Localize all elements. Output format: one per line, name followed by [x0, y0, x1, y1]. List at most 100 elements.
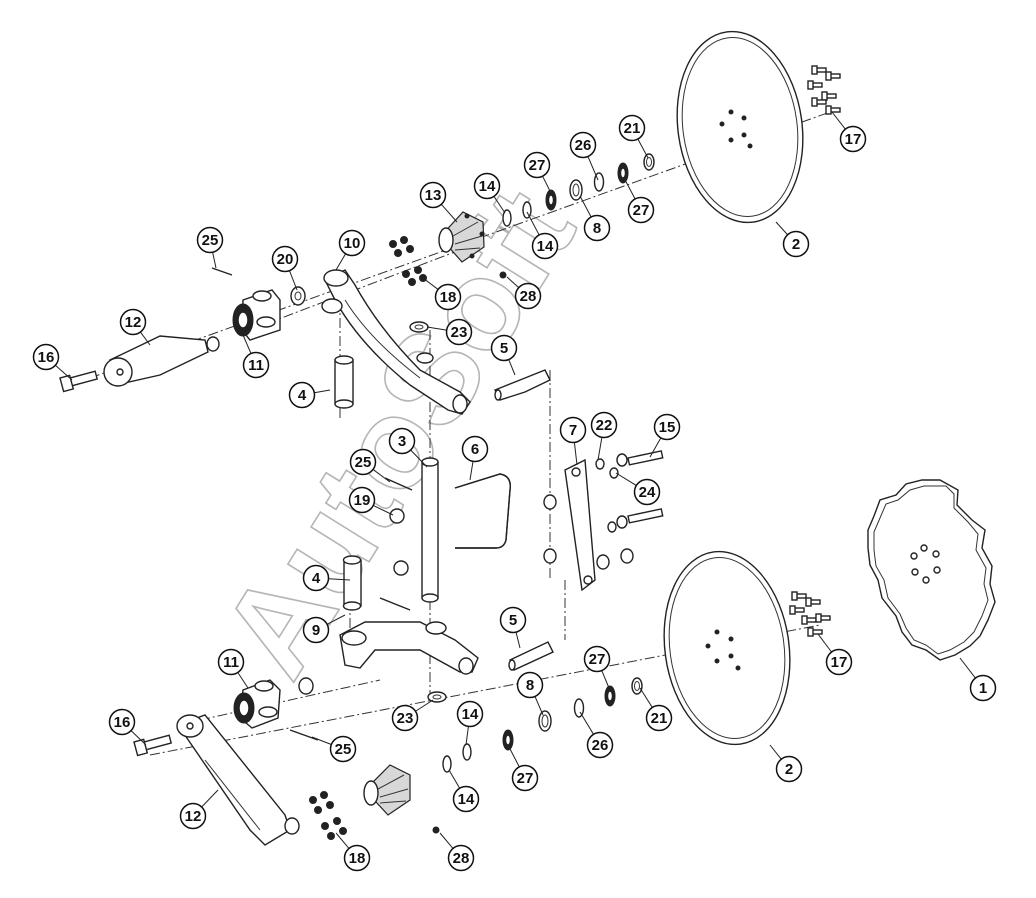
callout-circle: [32, 343, 60, 371]
callout-label: 21: [624, 120, 641, 137]
callout-c11b: 11: [217, 648, 249, 689]
callout-leader: [55, 364, 73, 381]
callout-leader: [817, 633, 832, 653]
callout-label: 17: [831, 654, 848, 671]
callout-leader: [335, 832, 350, 849]
callout-c5a: 5: [490, 334, 518, 376]
callout-c25a: 25: [196, 226, 224, 269]
callout-circle: [338, 229, 366, 257]
callout-c4a: 4: [288, 381, 331, 409]
lever-lower: [176, 714, 300, 846]
callout-label: 28: [453, 850, 470, 867]
callout-label: 1: [979, 680, 987, 697]
nut-20-upper: [290, 286, 306, 306]
pin-25-upper: [211, 267, 233, 276]
callout-label: 7: [569, 422, 577, 439]
callout-leader: [469, 461, 474, 481]
callout-c11a: 11: [242, 334, 270, 379]
callout-label: 15: [659, 419, 676, 436]
callout-circle: [514, 282, 542, 310]
callout-leader: [422, 277, 439, 290]
notched-disc: [867, 479, 996, 661]
callout-c19a: 19: [348, 486, 394, 516]
callout-c12a: 12: [119, 308, 151, 346]
callout-c27c: 27: [583, 645, 611, 689]
callout-leader: [526, 211, 540, 236]
callout-c9a: 9: [302, 614, 346, 644]
bolts-15: [595, 450, 664, 533]
callout-label: 2: [792, 236, 800, 253]
callout-circle: [633, 478, 661, 506]
callout-circle: [499, 606, 527, 634]
callout-circle: [653, 413, 681, 441]
callout-leader: [314, 389, 331, 394]
callout-circle: [516, 671, 544, 699]
callout-circle: [627, 196, 655, 224]
callout-c23b: 23: [391, 699, 434, 732]
callout-label: 26: [575, 137, 592, 154]
washer-upper: [409, 321, 429, 333]
callout-label: 27: [589, 651, 606, 668]
callout-leader: [212, 252, 217, 269]
callout-c27b: 27: [623, 177, 655, 224]
arm-upper: [321, 269, 471, 415]
callout-label: 23: [397, 710, 414, 727]
callout-c21a: 21: [618, 114, 649, 159]
callout-circle: [461, 435, 489, 463]
callout-leader: [507, 744, 520, 768]
pin-upper: [334, 355, 354, 409]
callout-label: 24: [639, 484, 656, 501]
callout-c17a: 17: [831, 111, 867, 153]
callout-leader: [426, 326, 447, 331]
callout-leader: [649, 437, 662, 458]
callout-leader: [140, 331, 151, 346]
callout-label: 12: [185, 808, 202, 825]
callout-circle: [839, 125, 867, 153]
callout-circle: [179, 802, 207, 830]
callout-circle: [445, 318, 473, 346]
lower-hub-stack: [442, 677, 643, 773]
shaft-lower: [508, 641, 554, 671]
callout-leader: [534, 696, 544, 716]
callout-c8a: 8: [579, 195, 611, 242]
callout-leader: [237, 672, 249, 689]
callout-circle: [569, 131, 597, 159]
callout-circle: [782, 230, 810, 258]
callout-leader: [639, 687, 653, 708]
callout-circle: [108, 708, 136, 736]
callout-circle: [490, 334, 518, 362]
callout-circle: [559, 416, 587, 444]
callout-label: 25: [335, 741, 352, 758]
callout-leader: [579, 711, 594, 735]
callout-c23a: 23: [426, 318, 473, 346]
disc-blade-lower: [663, 550, 791, 746]
callout-label: 8: [593, 220, 601, 237]
callout-label: 11: [248, 357, 264, 374]
nuts-set-lower: [309, 791, 440, 840]
callout-leader: [465, 726, 469, 746]
callout-leader: [448, 769, 461, 789]
callout-leader: [493, 196, 506, 214]
callout-circle: [452, 785, 480, 813]
callout-leader: [769, 744, 782, 760]
callout-label: 3: [398, 433, 406, 450]
callout-c7a: 7: [559, 416, 587, 466]
u-bolt-6: [454, 473, 511, 549]
callout-c25b: 25: [349, 448, 391, 483]
callout-c28a: 28: [506, 276, 542, 310]
nuts-set-upper: [389, 236, 507, 286]
callout-leader: [579, 195, 592, 218]
callout-label: 4: [298, 387, 307, 404]
callout-label: 8: [526, 677, 534, 694]
callout-label: 5: [500, 340, 508, 357]
callout-leader: [311, 736, 332, 745]
bolts-set-upper: [807, 65, 841, 115]
disc-blade-upper: [676, 30, 804, 224]
callout-label: 28: [520, 288, 537, 305]
callout-c14c: 14: [456, 700, 484, 746]
callout-c18b: 18: [335, 832, 371, 872]
callout-circle: [329, 735, 357, 763]
callout-circle: [531, 232, 559, 260]
callout-circle: [583, 214, 611, 242]
callout-c4b: 4: [302, 564, 351, 592]
